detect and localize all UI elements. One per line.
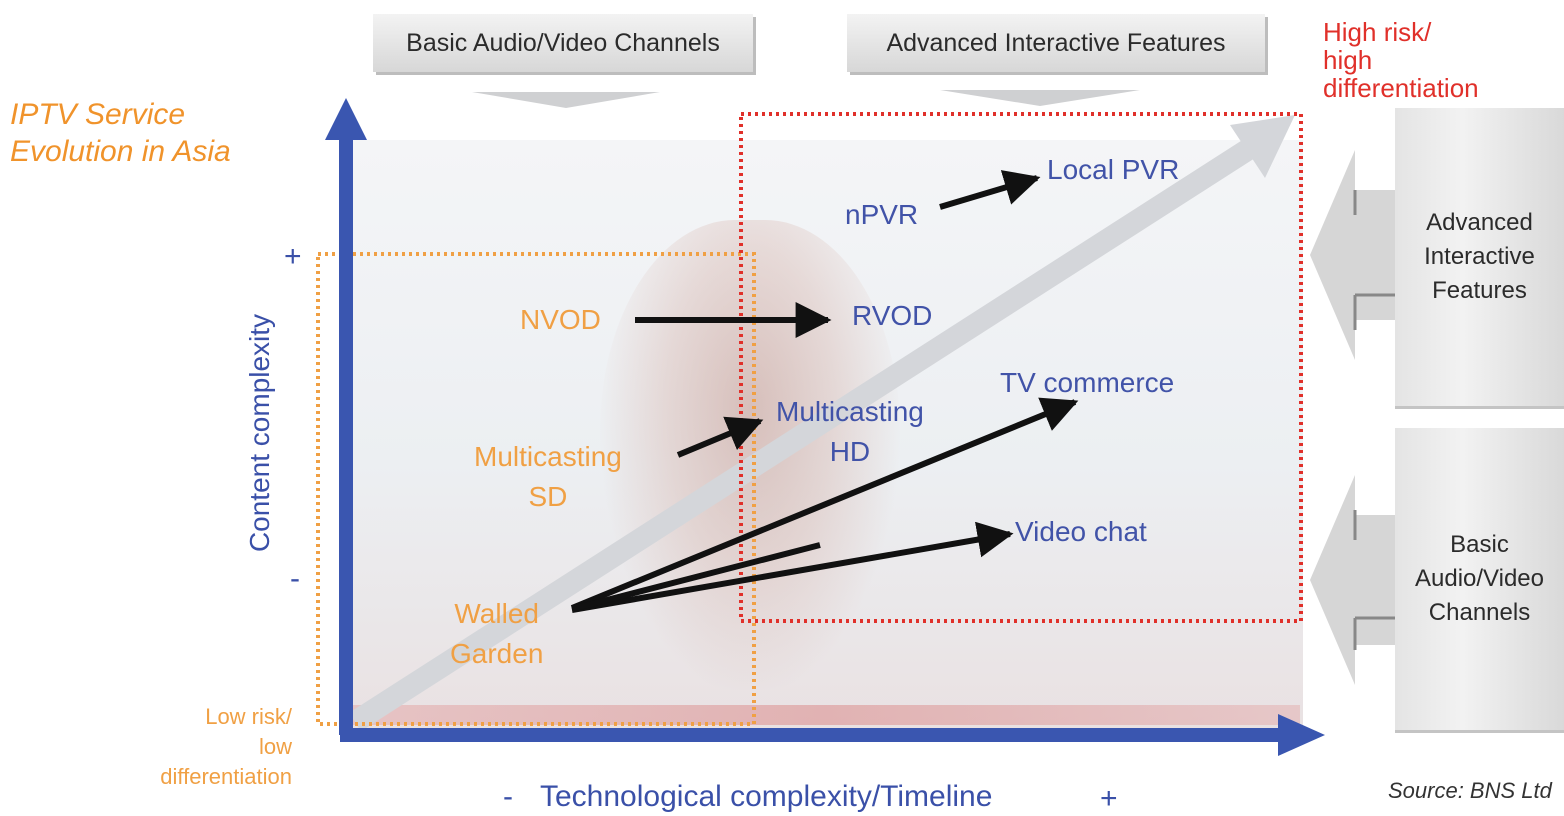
x-axis-minus: - [503, 780, 513, 813]
arrow-walled-to-multicast-area [571, 542, 821, 612]
top-banner-basic: Basic Audio/Video Channels [373, 14, 753, 72]
side-panel-basic-label: Basic Audio/Video Channels [1415, 531, 1544, 626]
x-axis-arrowhead [1278, 714, 1325, 756]
background-photo [600, 220, 900, 690]
diagonal-trend-arrow [349, 135, 1261, 732]
node-walled-garden: Walled Garden [450, 598, 544, 669]
top-banner-basic-pointer [472, 92, 660, 108]
side-panel-basic: Basic Audio/Video Channels [1395, 428, 1564, 730]
top-banner-basic-label: Basic Audio/Video Channels [406, 28, 720, 57]
node-nvod: NVOD [520, 304, 601, 335]
top-banner-advanced: Advanced Interactive Features [847, 14, 1265, 72]
background-photo-strip [350, 705, 1300, 725]
y-axis-title: Content complexity [244, 313, 275, 553]
source-credit: Source: BNS Ltd [1388, 778, 1552, 803]
y-axis-plus: + [284, 240, 302, 273]
low-risk-zone [316, 252, 756, 726]
node-rvod: RVOD [852, 300, 933, 331]
x-axis-plus: + [1100, 782, 1118, 815]
low-risk-label: Low risk/ low differentiation [160, 704, 292, 789]
y-axis-minus: - [290, 562, 300, 595]
high-risk-zone [739, 112, 1303, 623]
node-npvr: nPVR [845, 199, 919, 230]
side-panel-advanced: Advanced Interactive Features [1395, 108, 1564, 406]
high-risk-label: High risk/ high differentiation [1323, 17, 1479, 103]
top-banner-advanced-pointer [940, 90, 1140, 106]
arrow-walled-to-videochat [571, 521, 1014, 613]
x-axis-title: Technological complexity/Timeline [540, 780, 993, 813]
diagram-title: IPTV Service Evolution in Asia [10, 98, 231, 168]
diagonal-trend-arrowhead [1230, 115, 1295, 178]
node-multicasting-hd: Multicasting HD [776, 396, 924, 467]
arrow-npvr-to-localpvr [939, 170, 1041, 210]
arrow-sd-to-hd [676, 416, 764, 458]
node-local-pvr: Local PVR [1047, 154, 1180, 185]
node-video-chat: Video chat [1015, 516, 1147, 547]
side-arrow-lower [1310, 475, 1395, 685]
side-arrow-upper [1310, 150, 1395, 360]
top-banner-advanced-label: Advanced Interactive Features [886, 28, 1226, 57]
y-axis-arrowhead [325, 98, 367, 140]
side-panel-advanced-label: Advanced Interactive Features [1424, 209, 1535, 304]
arrow-walled-to-tvcommerce [570, 397, 1079, 611]
node-tv-commerce: TV commerce [1000, 367, 1175, 398]
node-multicasting-sd: Multicasting SD [474, 441, 622, 512]
